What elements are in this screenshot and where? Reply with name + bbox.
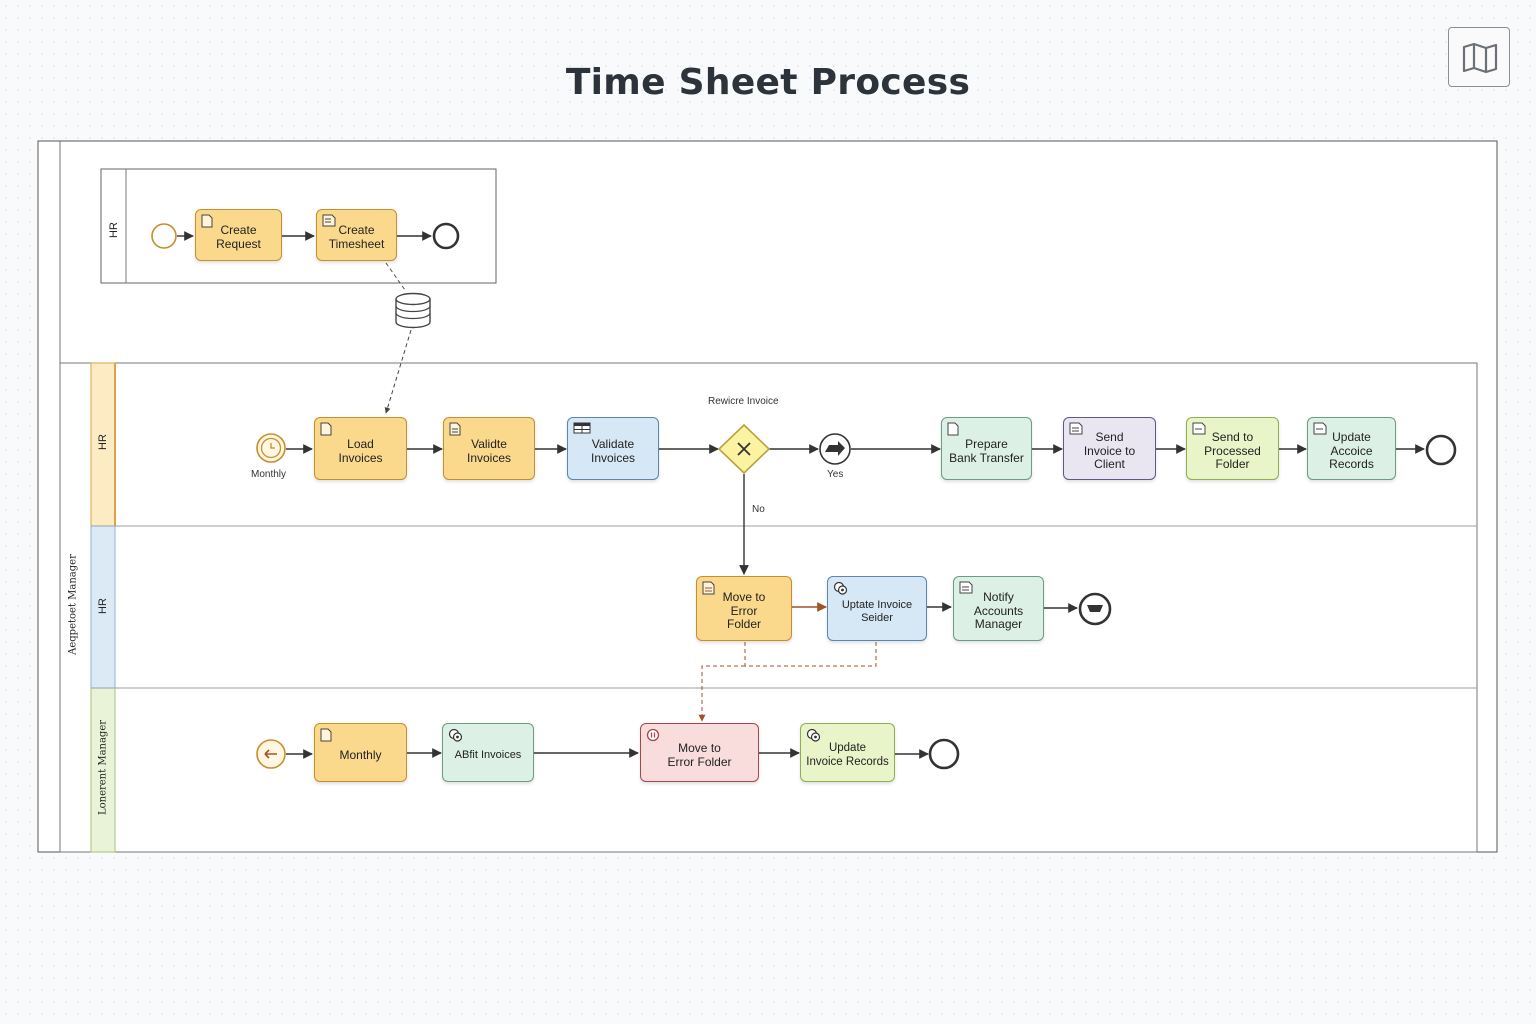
task-notify-accounts-manager[interactable]: Notify Accounts Manager (953, 576, 1044, 641)
task-label: Monthly (339, 747, 382, 762)
task-move-to-error-folder-manager[interactable]: Move to Error Folder (640, 723, 759, 782)
task-label: Validate Invoices (590, 436, 636, 465)
timer-label: Monthly (251, 469, 287, 480)
task-label: Prepare Bank Transfer (949, 436, 1024, 465)
task-update-invoice-seider[interactable]: Uptate Invoice Seider (827, 576, 927, 641)
task-label: Update Invoice Records (806, 742, 889, 768)
form-icon (959, 581, 973, 594)
task-validate-invoices-1[interactable]: Validte Invoices (443, 417, 535, 480)
task-validate-invoices-2[interactable]: Validate Invoices (567, 417, 659, 480)
task-load-invoices[interactable]: Load Invoices (314, 417, 407, 480)
document-icon (201, 214, 213, 228)
task-label: Send Invoice to Client (1083, 429, 1136, 472)
document-icon (702, 581, 715, 595)
task-label: ABfit Invoices (454, 749, 522, 762)
document-icon (320, 422, 332, 436)
lane-label-manager: Lonerent Manager (97, 719, 109, 816)
service-gear-icon (806, 728, 821, 742)
timer-start-event[interactable] (256, 433, 286, 463)
start-event[interactable] (151, 223, 177, 249)
task-label: Move to Error Folder (667, 740, 732, 769)
task-label: Move to Error Folder (722, 589, 766, 632)
task-send-invoice-to-client[interactable]: Send Invoice to Client (1063, 417, 1156, 480)
end-event-manager[interactable] (928, 738, 960, 770)
task-prepare-bank-transfer[interactable]: Prepare Bank Transfer (941, 417, 1032, 480)
start-event-manager[interactable] (256, 739, 286, 769)
task-send-to-processed-folder[interactable]: Send to Processed Folder (1186, 417, 1279, 480)
task-update-invoice-records[interactable]: Update Invoice Records (800, 723, 895, 782)
data-store-icon (395, 292, 431, 329)
task-label: Notify Accounts Manager (973, 589, 1024, 632)
intermediate-link-event[interactable] (819, 433, 851, 465)
task-move-to-error-folder-hr[interactable]: Move to Error Folder (696, 576, 792, 641)
task-label: Create Timesheet (328, 223, 385, 251)
task-label: Load Invoices (338, 436, 383, 465)
form-icon (1069, 422, 1083, 435)
task-label: Update Accoice Records (1329, 429, 1374, 472)
document-icon (449, 422, 461, 436)
table-icon (573, 422, 591, 434)
error-icon (646, 728, 660, 742)
task-label: Create Request (216, 223, 261, 251)
task-label: Uptate Invoice Seider (841, 598, 913, 624)
task-monthly[interactable]: Monthly (314, 723, 407, 782)
task-update-accoice-records[interactable]: Update Accoice Records (1307, 417, 1396, 480)
task-create-timesheet[interactable]: Create Timesheet (316, 209, 397, 261)
map-icon (1462, 42, 1498, 74)
gateway-label: Rewicre Invoice (708, 396, 779, 407)
task-label: Send to Processed Folder (1204, 429, 1261, 472)
service-gear-icon (833, 581, 848, 595)
task-label: Validte Invoices (466, 436, 512, 465)
pool-label: Aeqpetoet Manager (67, 554, 79, 655)
task-create-request[interactable]: Create Request (195, 209, 282, 261)
document-icon (947, 422, 959, 436)
form-icon (1192, 422, 1206, 435)
end-event[interactable] (432, 222, 460, 250)
lane-label-hr-main: HR (97, 434, 109, 450)
exclusive-gateway[interactable] (717, 423, 771, 475)
no-label: No (752, 504, 765, 515)
lane-label-hr-error: HR (97, 598, 109, 614)
lane-label-top-hr: HR (108, 222, 120, 238)
map-view-button[interactable] (1448, 27, 1510, 87)
form-icon (322, 214, 336, 227)
yes-label: Yes (827, 469, 844, 480)
page-title: Time Sheet Process (565, 62, 971, 103)
form-icon (1313, 422, 1327, 435)
end-event-main[interactable] (1425, 434, 1457, 466)
end-event-error[interactable] (1078, 592, 1112, 626)
document-icon (320, 728, 332, 742)
task-abfit-invoices[interactable]: ABfit Invoices (442, 723, 534, 782)
service-gear-icon (448, 728, 463, 742)
